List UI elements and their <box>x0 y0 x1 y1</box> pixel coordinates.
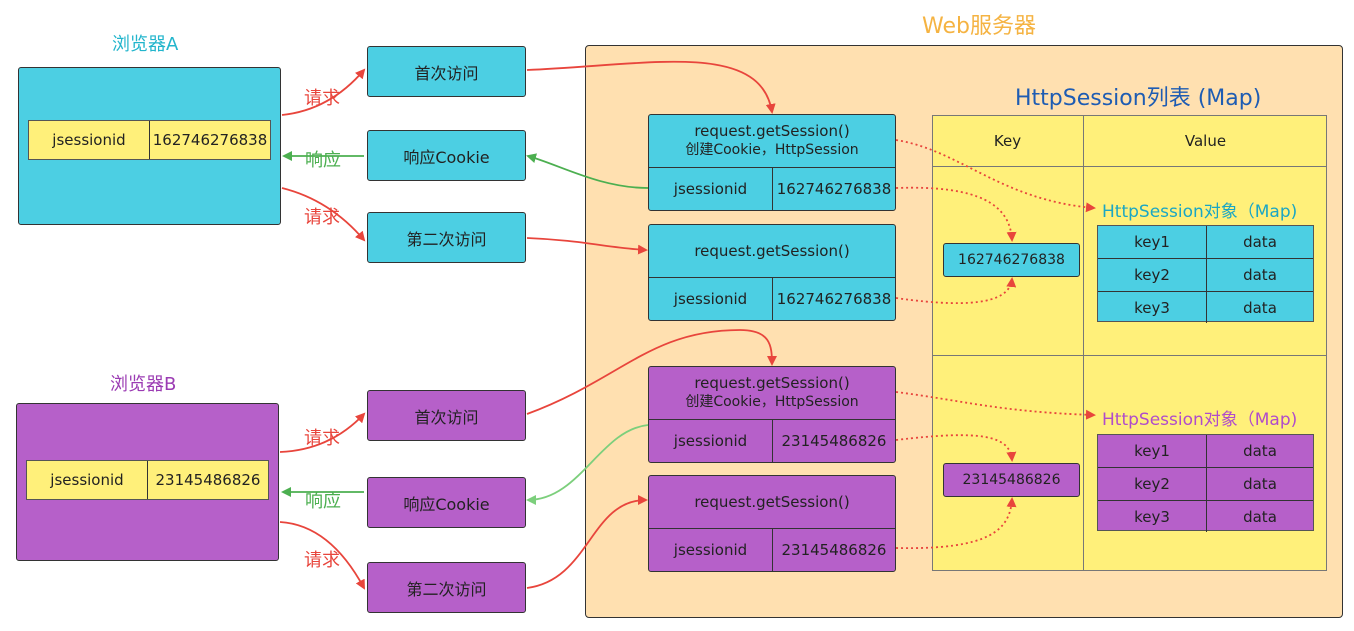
browser-b-request-label-1: 请求 <box>304 428 340 449</box>
server-b-create-session-row: jsessionid 23145486826 <box>649 419 895 462</box>
browser-a-cookie: jsessionid 162746276838 <box>28 120 271 160</box>
server-a-get-session: request.getSession() jsessionid 16274627… <box>648 224 896 321</box>
session-a-entry-key: key2 <box>1098 259 1207 291</box>
browser-b-response-label: 响应 <box>305 491 341 512</box>
session-b-entry-row: key1 data <box>1098 435 1313 467</box>
arrow-a-request-2 <box>281 187 366 242</box>
browser-a-title: 浏览器A <box>112 34 179 55</box>
arrow-b-second-to-server <box>526 495 648 589</box>
server-b-create-session: request.getSession() 创建Cookie，HttpSessio… <box>648 366 896 463</box>
arrow-a-second-to-server <box>526 237 648 255</box>
web-server-title: Web服务器 <box>922 14 1036 39</box>
server-b-get-session: request.getSession() jsessionid 23145486… <box>648 475 896 572</box>
server-a-get-session-call: request.getSession() <box>694 122 850 140</box>
browser-a-cookie-value: 162746276838 <box>152 131 268 149</box>
browser-a-first-visit: 首次访问 <box>367 46 526 97</box>
arrow-a-jsessionid-back <box>526 153 649 189</box>
arrow-b-request-2 <box>279 521 365 590</box>
map-key-b: 23145486826 <box>943 463 1080 497</box>
browser-a-request-label-2: 请求 <box>304 207 340 228</box>
dotted-b-get-to-key <box>895 497 1017 549</box>
browser-a-response-cookie: 响应Cookie <box>367 130 526 181</box>
session-a-entry-value: data <box>1243 266 1277 284</box>
server-a-get-jsessionid-value: 162746276838 <box>776 290 892 308</box>
session-a-entry-key: key3 <box>1098 292 1207 323</box>
session-a-entry-row: key2 data <box>1098 258 1313 291</box>
server-b-create-jsessionid-label: jsessionid <box>649 420 773 462</box>
server-a-create-jsessionid-label: jsessionid <box>649 168 773 210</box>
browser-b-first-visit: 首次访问 <box>367 390 526 441</box>
session-a-entry-value: data <box>1243 298 1277 317</box>
arrow-b-first-to-server <box>526 329 777 415</box>
map-title: HttpSession列表 (Map) <box>1015 86 1262 111</box>
session-a-entry-row: key1 data <box>1098 226 1313 258</box>
session-b-entry-value: data <box>1243 507 1277 526</box>
server-b-get-jsessionid-value: 23145486826 <box>781 541 887 559</box>
browser-b-title: 浏览器B <box>110 374 177 395</box>
session-b-object: key1 data key2 data key3 data <box>1097 434 1314 532</box>
server-b-get-session-call: request.getSession() <box>694 374 850 392</box>
session-a-entry-row: key3 data <box>1098 291 1313 323</box>
session-b-entry-value: data <box>1243 475 1277 493</box>
browser-b-second-visit: 第二次访问 <box>367 562 526 613</box>
arrow-a-first-to-server <box>526 60 776 114</box>
session-a-object-title: HttpSession对象（Map) <box>1102 202 1298 222</box>
server-b-get-jsessionid-label: jsessionid <box>649 529 773 571</box>
map-col-divider <box>1083 115 1084 571</box>
server-a-create-session-row: jsessionid 162746276838 <box>649 167 895 210</box>
server-a-get-session-call-2: request.getSession() <box>694 242 850 260</box>
arrow-b-request-1 <box>279 412 366 453</box>
session-b-entry-row: key3 data <box>1098 500 1313 532</box>
session-a-object: key1 data key2 data key3 data <box>1097 225 1314 323</box>
server-a-create-jsessionid-value: 162746276838 <box>776 180 892 198</box>
session-a-entry-value: data <box>1243 233 1277 251</box>
server-a-create-session: request.getSession() 创建Cookie，HttpSessio… <box>648 114 896 211</box>
browser-a-request-label-1: 请求 <box>304 88 340 109</box>
arrow-a-request-1 <box>281 68 366 116</box>
map-value-header: Value <box>1184 131 1227 150</box>
browser-b-cookie-name: jsessionid <box>27 461 148 499</box>
browser-b-cookie-value: 23145486826 <box>155 471 261 489</box>
map-key-header: Key <box>993 131 1022 150</box>
dotted-a-create-to-object <box>895 139 1096 213</box>
map-row-divider <box>932 355 1327 356</box>
server-b-create-note: 创建Cookie，HttpSession <box>685 394 859 410</box>
session-b-entry-key: key2 <box>1098 468 1207 500</box>
server-b-get-session-row: jsessionid 23145486826 <box>649 528 895 571</box>
server-a-get-session-row: jsessionid 162746276838 <box>649 277 895 320</box>
map-key-a: 162746276838 <box>943 243 1080 277</box>
server-a-create-note: 创建Cookie，HttpSession <box>685 142 859 158</box>
session-b-entry-value: data <box>1243 442 1277 460</box>
session-b-entry-row: key2 data <box>1098 467 1313 500</box>
session-b-entry-key: key3 <box>1098 501 1207 532</box>
browser-a-cookie-name: jsessionid <box>29 121 150 159</box>
browser-b-response-cookie: 响应Cookie <box>367 477 526 528</box>
map-header-divider <box>932 166 1327 167</box>
browser-b-cookie: jsessionid 23145486826 <box>26 460 269 500</box>
server-a-create-session-header: request.getSession() 创建Cookie，HttpSessio… <box>649 115 895 167</box>
dotted-b-id-to-key <box>895 434 1017 462</box>
arrow-b-jsessionid-back <box>526 424 649 505</box>
session-b-object-title: HttpSession对象（Map) <box>1102 410 1298 430</box>
browser-a-second-visit: 第二次访问 <box>367 212 526 263</box>
server-b-get-session-call-2: request.getSession() <box>694 493 850 511</box>
dotted-b-create-to-object <box>895 391 1096 420</box>
browser-b-request-label-2: 请求 <box>304 550 340 571</box>
server-b-create-session-header: request.getSession() 创建Cookie，HttpSessio… <box>649 367 895 419</box>
dotted-a-get-to-key <box>895 277 1017 304</box>
session-a-entry-key: key1 <box>1098 226 1207 258</box>
server-a-get-jsessionid-label: jsessionid <box>649 278 773 320</box>
dotted-a-id-to-key <box>895 186 1017 242</box>
server-b-create-jsessionid-value: 23145486826 <box>781 432 887 450</box>
session-b-entry-key: key1 <box>1098 435 1207 467</box>
